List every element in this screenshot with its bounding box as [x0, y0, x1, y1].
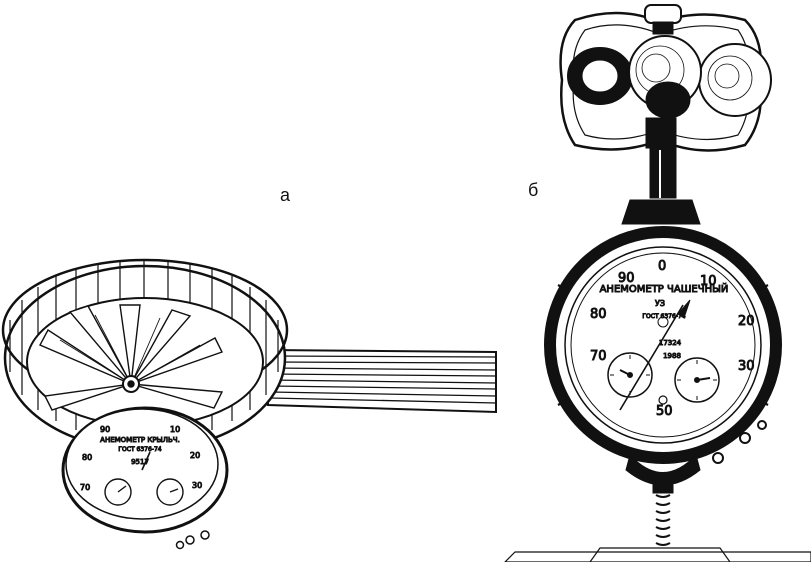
- cup-dial-title: АНЕМОМЕТР ЧАШЕЧНЫЙ: [600, 282, 729, 295]
- vane-handle: [267, 348, 497, 414]
- cup-spring: [655, 494, 671, 546]
- cup-dial-year: 1988: [663, 352, 681, 360]
- cup-dial-model: УЗ: [655, 299, 665, 308]
- cup-dial-needle: [619, 304, 684, 411]
- cup-rotor: [559, 4, 772, 152]
- vane-dial-standard: ГОСТ 6376-74: [118, 446, 161, 453]
- vane-dial-scale-90: 90: [100, 425, 110, 434]
- vane-dial-scale-20: 20: [190, 451, 200, 460]
- cup-dial-scale-90: 90: [618, 271, 635, 286]
- vane-dial-scale-30: 30: [192, 481, 202, 490]
- cup-dial-scale-70: 70: [590, 349, 607, 364]
- vane-dial-title: АНЕМОМЕТР КРЫЛЬЧ.: [100, 436, 180, 444]
- vane-anemometer: АНЕМОМЕТР КРЫЛЬЧ. ГОСТ 6376-74 9517 90 1…: [1, 258, 497, 550]
- cup-dial-scale-20: 20: [738, 314, 755, 329]
- cup-anemometer: 0 10 20 30 50 70 80 90 АНЕМОМЕТР ЧАШЕЧНЫ…: [504, 4, 811, 562]
- vane-dial-scale-70: 70: [80, 483, 90, 492]
- cup-dial-scale-10: 10: [700, 274, 717, 289]
- panel-label-b: б: [528, 180, 539, 200]
- cup-dial-serial: 17324: [659, 339, 682, 347]
- vane-dial: АНЕМОМЕТР КРЫЛЬЧ. ГОСТ 6376-74 9517 90 1…: [61, 406, 229, 550]
- cup-dial-scale-0: 0: [658, 259, 666, 274]
- vane-dial-scale-10: 10: [170, 425, 180, 434]
- vane-dial-scale-80: 80: [82, 453, 92, 462]
- cup-dial-scale-80: 80: [590, 307, 607, 322]
- cup-dial-scale-30: 30: [738, 359, 755, 374]
- cup-dial-standard: ГОСТ 6376-74: [642, 313, 685, 320]
- cup-dial: 0 10 20 30 50 70 80 90 АНЕМОМЕТР ЧАШЕЧНЫ…: [544, 226, 782, 464]
- cup-dial-scale-50: 50: [656, 404, 673, 419]
- cup-stem: [621, 117, 701, 225]
- cup-dial-mark: [657, 316, 669, 328]
- vane-blades: [39, 304, 224, 411]
- panel-label-a: а: [280, 185, 291, 205]
- vane-dial-serial: 9517: [131, 458, 149, 466]
- cup-base: [504, 420, 811, 562]
